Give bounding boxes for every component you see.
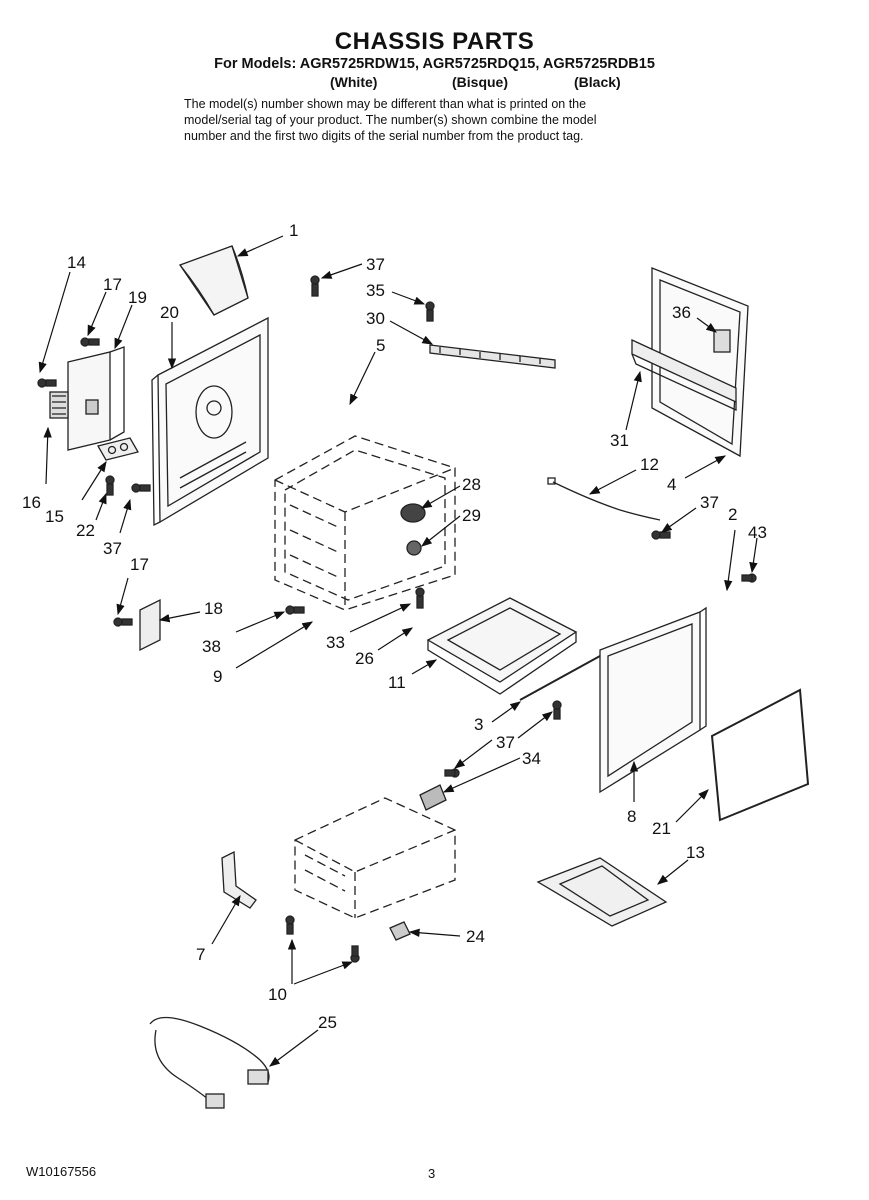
terminal-plate-part <box>97 437 139 461</box>
callout-2: 2 <box>728 505 737 524</box>
callout-7: 7 <box>196 945 205 964</box>
callout-37: 37 <box>700 493 719 512</box>
callout-5: 5 <box>376 336 385 355</box>
callout-25: 25 <box>318 1013 337 1032</box>
document-code: W10167556 <box>26 1164 97 1179</box>
callout-17: 17 <box>130 555 149 574</box>
note-line: model/serial tag of your product. The nu… <box>184 113 597 127</box>
part-drawings <box>37 245 810 1109</box>
callout-4: 4 <box>667 475 676 494</box>
power-cord-part <box>149 1016 270 1109</box>
callout-3: 3 <box>474 715 483 734</box>
callout-22: 22 <box>76 521 95 540</box>
callout-8: 8 <box>627 807 636 826</box>
burner-knob-part <box>400 503 426 556</box>
page-number: 3 <box>428 1166 436 1181</box>
leader-lines <box>38 235 758 1067</box>
rear-panel-part <box>151 316 269 527</box>
gasket-part <box>710 688 810 822</box>
callout-35: 35 <box>366 281 385 300</box>
color-black: (Black) <box>574 74 621 90</box>
vent-trim-part <box>178 245 249 316</box>
callout-12: 12 <box>640 455 659 474</box>
callout-33: 33 <box>326 633 345 652</box>
callout-18: 18 <box>204 599 223 618</box>
callout-31: 31 <box>610 431 629 450</box>
note-line: The model(s) number shown may be differe… <box>184 97 587 111</box>
clip-part <box>389 921 411 941</box>
callout-19: 19 <box>128 288 147 307</box>
page-title: CHASSIS PARTS <box>334 28 535 55</box>
hinge-bracket-part <box>139 598 161 652</box>
broil-tray-part <box>426 597 578 695</box>
oven-body-part <box>274 435 456 611</box>
rod-part <box>519 655 601 701</box>
color-white: (White) <box>330 74 378 90</box>
latch-part <box>419 784 447 811</box>
callout-37: 37 <box>496 733 515 752</box>
callout-38: 38 <box>202 637 221 656</box>
callout-15: 15 <box>45 507 64 526</box>
callout-26: 26 <box>355 649 374 668</box>
callout-11: 11 <box>388 673 406 692</box>
door-frame-part <box>599 606 707 794</box>
callout-13: 13 <box>686 843 705 862</box>
electrical-bracket-part <box>49 346 125 451</box>
color-bisque: (Bisque) <box>452 74 508 90</box>
callout-10: 10 <box>268 985 287 1004</box>
callout-43: 43 <box>748 523 767 542</box>
callout-16: 16 <box>22 493 41 512</box>
screw-set <box>37 275 757 963</box>
callout-24: 24 <box>466 927 485 946</box>
callout-37: 37 <box>103 539 122 558</box>
callout-20: 20 <box>160 303 179 322</box>
drawer-liner-part <box>536 857 668 927</box>
callout-labels: 1 14 17 19 20 37 35 30 5 36 31 12 4 37 2… <box>22 221 767 1032</box>
callout-14: 14 <box>67 253 86 272</box>
leg-bracket-part <box>221 850 257 909</box>
lower-chassis-part <box>294 797 456 919</box>
vent-bracket-part <box>631 338 737 412</box>
callout-34: 34 <box>522 749 541 768</box>
wire-harness-part <box>547 477 661 521</box>
callout-1: 1 <box>289 221 298 240</box>
callout-29: 29 <box>462 506 481 525</box>
callout-17: 17 <box>103 275 122 294</box>
models-line: For Models: AGR5725RDW15, AGR5725RDQ15, … <box>214 56 655 72</box>
callout-9: 9 <box>213 667 222 686</box>
note-line: number and the first two digits of the s… <box>184 129 584 143</box>
callout-28: 28 <box>462 475 481 494</box>
model-note: The model(s) number shown may be differe… <box>184 96 704 144</box>
rail-part <box>429 344 556 369</box>
callout-30: 30 <box>366 309 385 328</box>
callout-36: 36 <box>672 303 691 322</box>
callout-37: 37 <box>366 255 385 274</box>
callout-21: 21 <box>652 819 671 838</box>
